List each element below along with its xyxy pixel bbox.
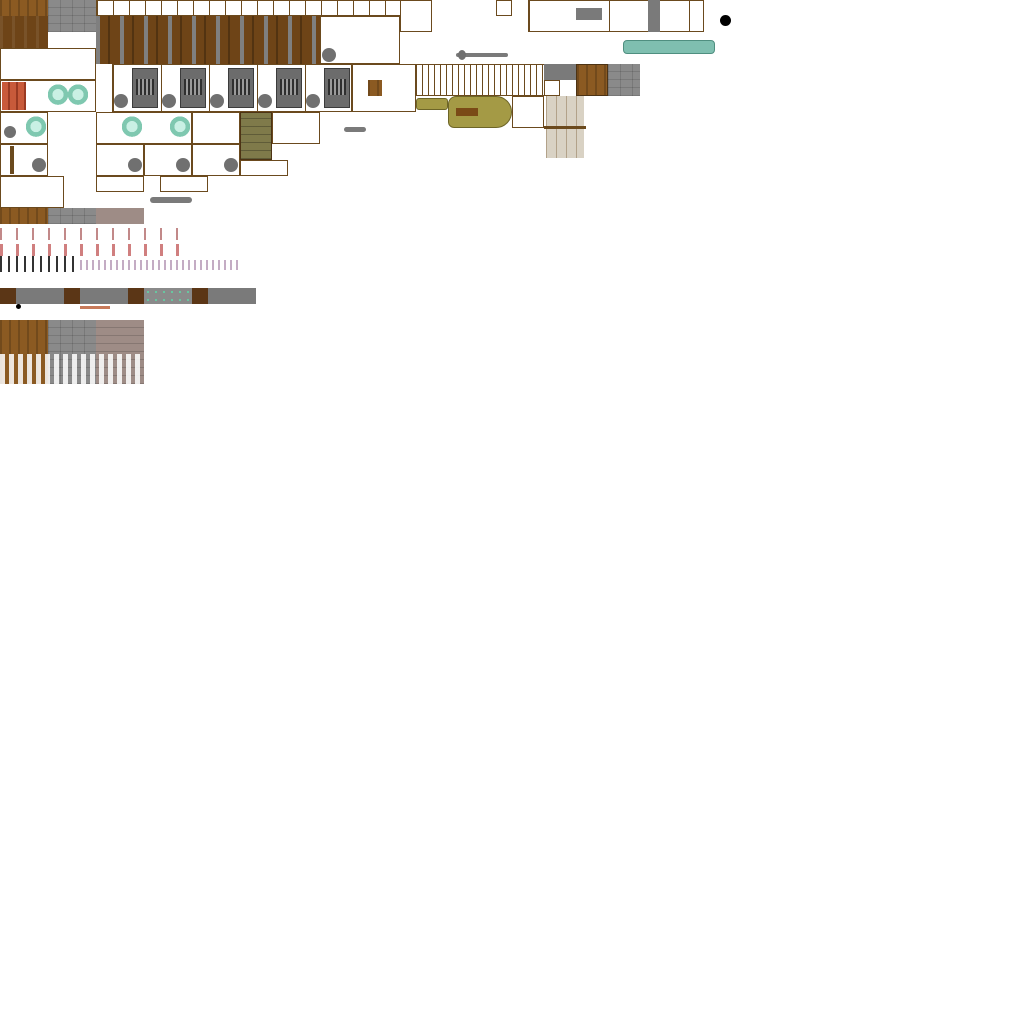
tank-icon — [322, 48, 336, 62]
item-icon-row — [0, 244, 192, 256]
room-tile — [0, 176, 64, 208]
machine-tile — [160, 176, 208, 192]
stone-tile — [208, 288, 256, 304]
room-tile — [544, 80, 560, 96]
marker-dot-icon — [720, 15, 731, 26]
boiler-machine-icon — [324, 68, 350, 108]
pipe-junction-icons — [0, 256, 80, 272]
pipe-valve-icon — [456, 53, 508, 57]
wood-tile — [576, 64, 608, 96]
crystal-reactor-icon — [48, 82, 68, 110]
ore-block-icon — [192, 288, 208, 304]
room-tile — [272, 112, 320, 144]
dot-icon — [16, 304, 21, 309]
panel-icon — [576, 8, 602, 20]
boiler-machine-icon — [228, 68, 254, 108]
tank-icon — [210, 94, 224, 108]
torpedo-icon — [150, 197, 192, 203]
wood-tile — [0, 16, 48, 48]
room-tile — [352, 64, 416, 112]
tank-icon — [114, 94, 128, 108]
item-icon-row — [0, 228, 192, 240]
column-icon — [648, 0, 660, 32]
tank-icon — [162, 94, 176, 108]
torpedo-icon — [344, 127, 366, 132]
heater-icon — [2, 82, 26, 110]
boiler-machine-icon — [276, 68, 302, 108]
tank-icon — [224, 158, 238, 172]
tank-icon — [4, 126, 16, 138]
stone-tile — [48, 0, 96, 32]
wire-icon-row — [80, 260, 240, 270]
boiler-machine-icon — [132, 68, 158, 108]
tank-icon — [258, 94, 272, 108]
teal-tube-icon — [623, 40, 715, 54]
crane-rail-icon — [416, 64, 544, 96]
ore-block-icon — [128, 288, 144, 304]
crystal-reactor-icon — [68, 82, 88, 110]
airship-hull-icon — [416, 98, 448, 110]
tank-icon — [176, 158, 190, 172]
stone-tile — [80, 288, 128, 304]
crystal-reactor-icon — [26, 114, 46, 142]
floor-tile — [48, 208, 96, 224]
crystal-reactor-icon — [122, 114, 142, 142]
factory-wall-tile — [96, 16, 320, 64]
valve-knob-icon — [458, 50, 466, 60]
rod-icon — [80, 306, 110, 309]
tank-icon — [128, 158, 142, 172]
ore-block-icon — [64, 288, 80, 304]
pipe-valve-icon — [10, 146, 14, 174]
crumble-overlay — [0, 354, 144, 384]
tank-icon — [32, 158, 46, 172]
machine-tile — [96, 176, 144, 192]
hull-window-icon — [456, 108, 478, 116]
ore-block-icon — [144, 288, 192, 304]
stone-tile — [544, 64, 576, 80]
stair-tile — [496, 0, 512, 16]
furniture-strip-tile — [96, 0, 432, 16]
floor-tile — [96, 208, 144, 224]
boiler-machine-icon — [180, 68, 206, 108]
wood-tile — [0, 0, 48, 16]
room-tile — [400, 0, 432, 32]
room-tile — [512, 96, 544, 128]
grate-tile — [240, 112, 272, 160]
floor-tile — [0, 208, 48, 224]
beam-icon — [544, 126, 586, 129]
room-tile — [240, 160, 288, 176]
stone-tile — [608, 64, 640, 96]
room-tile — [0, 48, 96, 80]
crystal-reactor-icon — [170, 114, 190, 142]
stone-tile — [16, 288, 64, 304]
door-icon — [368, 80, 382, 96]
ore-block-icon — [0, 288, 16, 304]
tank-icon — [306, 94, 320, 108]
room-tile — [192, 112, 240, 144]
room-tile — [528, 0, 704, 32]
